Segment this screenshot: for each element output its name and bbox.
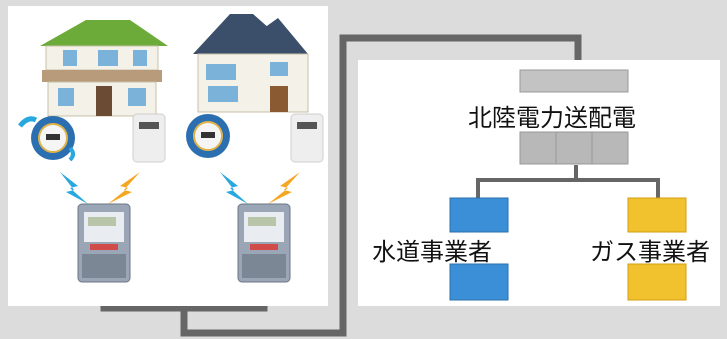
utility-illustration xyxy=(449,69,687,301)
gas-meter-icon xyxy=(132,113,166,163)
gas-utility-label: ガス事業者 xyxy=(590,238,710,266)
water-meter-icon xyxy=(18,116,75,162)
water-utility-label: 水道事業者 xyxy=(372,238,492,266)
house-green-roof-icon xyxy=(40,20,168,117)
utility-network-panel: 北陸電力送配電 水道事業者 ガス事業者 xyxy=(358,60,720,306)
connection-line xyxy=(180,34,582,337)
smart-meter-icon xyxy=(77,203,131,283)
server-rack-icon xyxy=(627,197,687,301)
server-rack-icon xyxy=(519,69,629,165)
gas-meter-icon xyxy=(290,113,324,163)
power-company-label: 北陸電力送配電 xyxy=(468,104,636,132)
server-rack-icon xyxy=(449,197,509,301)
tree-line xyxy=(476,178,660,198)
customer-premises-panel xyxy=(8,6,328,306)
premises-illustration xyxy=(18,14,324,283)
smart-meter-icon xyxy=(237,203,291,283)
house-navy-roof-icon xyxy=(193,14,309,113)
water-meter-icon xyxy=(186,114,230,158)
lightning-icon xyxy=(60,172,300,204)
